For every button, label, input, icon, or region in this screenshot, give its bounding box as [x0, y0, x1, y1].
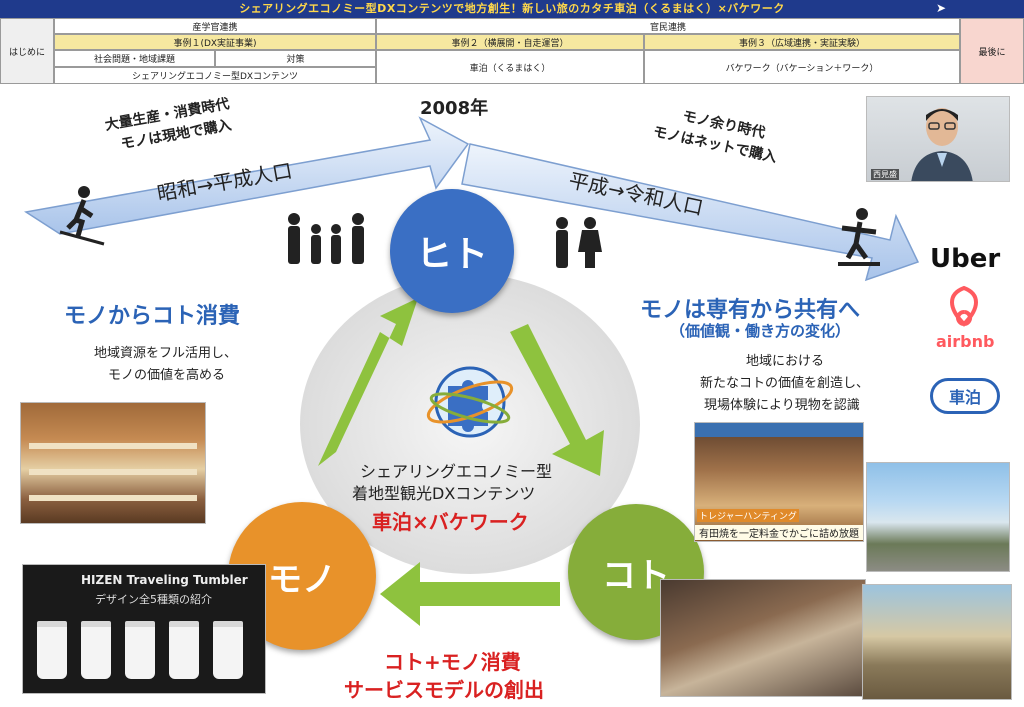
- closing-label: 最後に: [978, 47, 1006, 58]
- center-line-2: 着地型観光DXコンテンツ: [352, 484, 536, 503]
- center-line-1: シェアリングエコノミー型: [360, 462, 553, 481]
- tumbler-subtitle: デザイン全5種類の紹介: [95, 593, 212, 606]
- skier-icon: [59, 186, 105, 246]
- right-heading: モノは専有から共有へ: [640, 298, 861, 323]
- tumbler-cup: [213, 621, 243, 679]
- tumbler-cup: [125, 621, 155, 679]
- circle-mono-label: モノ: [268, 559, 336, 600]
- case1-issue-label: 社会問題・地域課題: [93, 55, 175, 65]
- puzzle-globe-icon: [426, 366, 514, 438]
- tumbler-cup: [37, 621, 67, 679]
- case1-measure-label: 対策: [286, 55, 305, 65]
- airbnb-logo: airbnb: [936, 332, 995, 351]
- circle-hito: ヒト: [390, 189, 514, 313]
- case1-label: 事例１(DX実証事業): [173, 38, 257, 49]
- circle-hito-label: ヒト: [415, 234, 488, 275]
- kurumahaku-logo: 車泊: [930, 378, 1000, 414]
- left-body-1: 地域資源をフル活用し、: [94, 346, 238, 361]
- presenter-figure: [911, 108, 973, 181]
- agenda-group-sangaku: 産学官連携: [54, 18, 376, 34]
- tumbler-title: HIZEN Traveling Tumbler: [81, 573, 248, 587]
- case2-content-label: 車泊（くるまはく）: [469, 63, 551, 74]
- agenda-case3[interactable]: 事例３（広域連携・実証実験）: [644, 34, 960, 50]
- year-label: 2008年: [420, 98, 489, 119]
- family-icon: [288, 213, 364, 264]
- slide-content: 2008年 大量生産・消費時代 モノは現地で購入 昭和→平成人口 モノ余り時代 …: [0, 84, 1024, 707]
- circle-koto-label: コト: [602, 555, 670, 596]
- uber-logo: Uber: [930, 244, 1001, 274]
- photo-warehouse-tv: トレジャーハンティング 有田焼を一定料金でかごに詰め放題: [694, 422, 864, 542]
- right-subheading: （価値観・働き方の変化）: [670, 322, 851, 340]
- right-body-2: 新たなコトの価値を創造し、: [700, 376, 870, 391]
- right-body-3: 現場体験により現物を認識: [704, 398, 860, 413]
- center-line-3: 車泊×バケワーク: [372, 510, 529, 534]
- cycle-arrow-icon: [380, 562, 560, 626]
- presenter-video[interactable]: 西見盛: [866, 96, 1010, 182]
- right-body-1: 地域における: [746, 354, 825, 369]
- agenda-case2[interactable]: 事例２（横展開・自走運営）: [376, 34, 644, 50]
- photo-shop-interior: [20, 402, 206, 524]
- circle-koto: コト: [568, 504, 704, 640]
- agenda-closing[interactable]: 最後に: [960, 18, 1024, 84]
- bottom-line-1: コト+モノ消費: [384, 650, 521, 674]
- airbnb-icon: [950, 285, 978, 327]
- left-era-arrow: [23, 116, 470, 235]
- photo-tumbler: HIZEN Traveling Tumbler デザイン全5種類の紹介: [22, 564, 266, 694]
- agenda-case3-content[interactable]: バケワーク（バケーション＋ワーク）: [644, 50, 960, 84]
- cycle-arrow-icon: [318, 298, 418, 466]
- bottom-line-2: サービスモデルの創出: [344, 678, 544, 702]
- case3-content-label: バケワーク（バケーション＋ワーク）: [725, 63, 879, 74]
- agenda-case1-measure[interactable]: 対策: [215, 50, 376, 67]
- presenter-name: 西見盛: [871, 169, 899, 180]
- tumbler-cup: [169, 621, 199, 679]
- agenda-intro[interactable]: はじめに: [0, 18, 54, 84]
- couple-icon: [556, 217, 602, 268]
- tumbler-cup: [81, 621, 111, 679]
- warehouse-caption: 有田焼を一定料金でかごに詰め放題: [695, 525, 863, 540]
- group-kanmin-label: 官民連携: [649, 22, 686, 33]
- tv-topbar: [695, 423, 863, 437]
- agenda-case1[interactable]: 事例１(DX実証事業): [54, 34, 376, 50]
- group-sangaku-label: 産学官連携: [192, 22, 238, 33]
- agenda-intro-label: はじめに: [8, 47, 45, 58]
- case1-content-label: シェアリングエコノミー型DXコンテンツ: [131, 72, 299, 82]
- cycle-arrow-icon: [510, 324, 604, 476]
- agenda-case1-issue[interactable]: 社会問題・地域課題: [54, 50, 215, 67]
- agenda-case1-content[interactable]: シェアリングエコノミー型DXコンテンツ: [54, 67, 376, 84]
- case2-label: 事例２（横展開・自走運営）: [451, 38, 569, 49]
- snowboarder-icon: [838, 208, 880, 266]
- photo-outdoor-dining: [862, 584, 1012, 700]
- left-heading: モノからコト消費: [64, 304, 241, 329]
- photo-campervans-school: [866, 462, 1010, 572]
- photo-person-car: [660, 579, 866, 697]
- agenda-group-kanmin: 官民連携: [376, 18, 960, 34]
- mouse-cursor-icon: ➤: [936, 1, 947, 15]
- left-body-2: モノの価値を高める: [108, 368, 226, 383]
- warehouse-tag: トレジャーハンティング: [697, 509, 799, 522]
- banner-title: シェアリングエコノミー型DXコンテンツで地方創生！新しい旅のカタチ車泊（くるまは…: [0, 0, 1024, 18]
- right-era-arrow: [461, 143, 920, 282]
- case3-label: 事例３（広域連携・実証実験）: [738, 38, 865, 49]
- agenda-table: はじめに 産学官連携 官民連携 事例１(DX実証事業) 社会問題・地域課題 対策…: [0, 18, 1024, 84]
- kurumahaku-logo-label: 車泊: [948, 388, 981, 407]
- agenda-case2-content[interactable]: 車泊（くるまはく）: [376, 50, 644, 84]
